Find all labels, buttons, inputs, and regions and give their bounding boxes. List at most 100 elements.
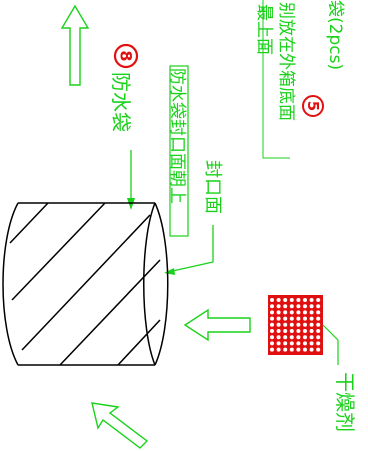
desiccant-dot [316, 298, 321, 302]
boxed-note-frame [169, 65, 189, 237]
top-partial-text-a: 袋(2pcs) [325, 0, 345, 70]
bag-cylinder [2, 202, 169, 366]
top-partial-text-b: 别放在外箱底面 [276, 2, 296, 121]
desiccant-dot [303, 316, 307, 321]
top-text-group: 袋(2pcs) 别放在外箱底面 最上面 [254, 0, 345, 159]
desiccant-dot [289, 310, 294, 315]
desiccant-dot [303, 298, 307, 302]
desiccant-dot [283, 322, 288, 327]
desiccant-dot [270, 304, 274, 309]
desiccant-dot [309, 335, 314, 340]
desiccant-dot [303, 310, 307, 315]
desiccant-dot [303, 322, 307, 327]
desiccant-dot [316, 322, 321, 327]
desiccant-dot [276, 347, 281, 352]
desiccant-dot [296, 335, 301, 340]
seal-face-leader [167, 225, 214, 273]
desiccant-dot [283, 316, 288, 321]
number-5-label: 5 [304, 101, 322, 111]
desiccant-text: 干燥剂 [333, 372, 357, 432]
desiccant-dot [316, 329, 321, 333]
desiccant-dot [309, 316, 314, 321]
desiccant-dot [309, 310, 314, 315]
desiccant-dot [270, 316, 274, 321]
desiccant-dot [283, 298, 288, 302]
circle-5-ring [302, 95, 324, 117]
hollow-arrow-bottom [91, 402, 149, 449]
desiccant-dot [276, 298, 281, 302]
desiccant-dot [303, 329, 307, 333]
desiccant-dot [296, 298, 301, 302]
desiccant-dot [276, 304, 281, 309]
desiccant-dot [283, 310, 288, 315]
desiccant-dot [309, 322, 314, 327]
seal-face-callout: 封口面 [164, 160, 223, 275]
seal-face-arrowhead [164, 268, 175, 275]
desiccant-dot [270, 322, 274, 327]
desiccant-dot [276, 335, 281, 340]
seal-face-text: 封口面 [202, 160, 223, 214]
desiccant-dot [270, 329, 274, 333]
bag-leader-arrowhead [127, 198, 135, 210]
desiccant-dot [276, 322, 281, 327]
desiccant-dot [270, 335, 274, 340]
desiccant-dot [303, 341, 307, 346]
top-partial-text-c: 最上面 [254, 4, 274, 55]
desiccant-pack-body [268, 295, 323, 355]
desiccant-dot [276, 310, 281, 315]
desiccant-dot [303, 347, 307, 352]
desiccant-dot [283, 347, 288, 352]
desiccant-dot [289, 347, 294, 352]
desiccant-dot [316, 347, 321, 352]
desiccant-dot [303, 335, 307, 340]
desiccant-dot [296, 341, 301, 346]
boxed-note: 防水袋封口面朝上 [167, 65, 189, 237]
desiccant-dot [289, 304, 294, 309]
hollow-arrow-left [183, 308, 251, 342]
desiccant-dot [316, 341, 321, 346]
desiccant-pack [268, 295, 339, 365]
desiccant-dot [283, 329, 288, 333]
desiccant-dot [309, 347, 314, 352]
waterproof-bag-text: 防水袋 [109, 72, 133, 132]
top-bracket-line [262, 0, 290, 159]
desiccant-dot [283, 341, 288, 346]
number-8-label: 8 [117, 50, 136, 61]
desiccant-dot [289, 316, 294, 321]
desiccant-dot [276, 341, 281, 346]
desiccant-dot [296, 322, 301, 327]
circled-number-5: 5 [302, 95, 324, 117]
waterproof-bag-label: 8 防水袋 [109, 43, 139, 210]
hollow-arrow-top [60, 4, 90, 86]
desiccant-dot [270, 341, 274, 346]
desiccant-pack-dots [270, 298, 321, 352]
boxed-note-text: 防水袋封口面朝上 [167, 68, 187, 204]
desiccant-dot [309, 304, 314, 309]
desiccant-dot [289, 329, 294, 333]
desiccant-dot [283, 304, 288, 309]
desiccant-dot [309, 329, 314, 333]
desiccant-leader [322, 324, 339, 341]
desiccant-dot [283, 335, 288, 340]
desiccant-dot [296, 329, 301, 333]
desiccant-dot [270, 310, 274, 315]
desiccant-dot [316, 310, 321, 315]
desiccant-dot [296, 310, 301, 315]
desiccant-dot [296, 347, 301, 352]
desiccant-dot [289, 335, 294, 340]
desiccant-dot [316, 316, 321, 321]
desiccant-dot [316, 304, 321, 309]
desiccant-dot [296, 304, 301, 309]
desiccant-dot [270, 298, 274, 302]
desiccant-dot [309, 341, 314, 346]
circle-8-ring [113, 43, 139, 69]
desiccant-dot [289, 341, 294, 346]
desiccant-dot [309, 298, 314, 302]
desiccant-dot [276, 316, 281, 321]
desiccant-dot [303, 304, 307, 309]
desiccant-dot [296, 316, 301, 321]
desiccant-dot [289, 298, 294, 302]
desiccant-dot [276, 329, 281, 333]
desiccant-dot [270, 347, 274, 352]
